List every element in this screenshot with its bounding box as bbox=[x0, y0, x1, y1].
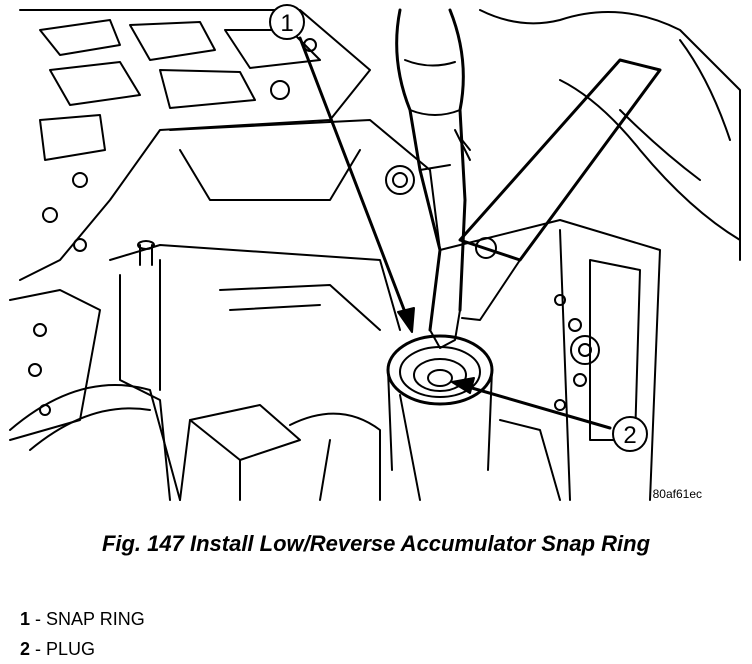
snap-ring-pliers bbox=[395, 8, 662, 349]
legend-label: PLUG bbox=[46, 639, 96, 659]
legend-number: 2 bbox=[20, 639, 31, 659]
legend-item: 1 - SNAP RING bbox=[20, 604, 145, 634]
legend: 1 - SNAP RING 2 - PLUG bbox=[20, 604, 145, 664]
callout-circle-1 bbox=[269, 4, 305, 40]
callout-number-1: 1 bbox=[280, 10, 293, 37]
accumulator-bore bbox=[386, 334, 494, 471]
hand-outline bbox=[479, 9, 741, 261]
leader-line-2 bbox=[451, 377, 612, 430]
transmission-case bbox=[109, 119, 661, 501]
callout-circle-2 bbox=[612, 416, 648, 452]
lower-components bbox=[9, 384, 421, 501]
gasket-edge bbox=[9, 289, 101, 441]
legend-separator: - bbox=[30, 639, 47, 659]
legend-item: 2 - PLUG bbox=[20, 634, 145, 664]
legend-number: 1 bbox=[20, 609, 31, 629]
legend-label: SNAP RING bbox=[46, 609, 145, 629]
callout-number-2: 2 bbox=[623, 422, 636, 449]
legend-separator: - bbox=[30, 609, 47, 629]
valve-body-plate bbox=[19, 9, 371, 281]
leader-line-1 bbox=[298, 36, 415, 333]
figure-illustration: 1 2 80af61ec bbox=[9, 4, 741, 501]
image-reference-code: 80af61ec bbox=[653, 487, 702, 501]
figure-caption: Fig. 147 Install Low/Reverse Accumulator… bbox=[101, 531, 651, 556]
